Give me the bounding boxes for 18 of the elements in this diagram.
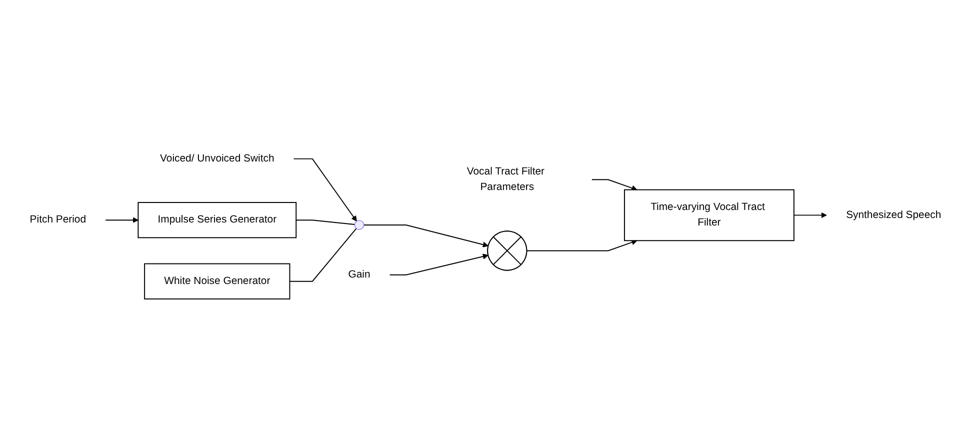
node-text: Synthesized Speech <box>846 209 942 220</box>
arrow <box>591 179 638 191</box>
connector <box>289 228 357 282</box>
arrow <box>389 254 488 276</box>
node-text: Pitch Period <box>30 214 86 226</box>
node-text: Gain <box>348 268 370 280</box>
arrow <box>105 217 138 223</box>
connector <box>296 220 356 225</box>
node-switch <box>354 220 364 230</box>
arrow <box>363 224 488 248</box>
arrow <box>793 212 827 218</box>
node-text: Vocal Tract Filter Parameters <box>466 166 545 193</box>
arrow <box>293 158 357 222</box>
node-text: Voiced/ Unvoiced Switch <box>160 152 274 164</box>
node-box: Impulse Series Generator <box>138 202 297 238</box>
node-box: White Noise Generator <box>144 263 290 300</box>
node-box: Time-varying Vocal Tract Filter <box>624 189 794 242</box>
arrow <box>526 240 638 252</box>
